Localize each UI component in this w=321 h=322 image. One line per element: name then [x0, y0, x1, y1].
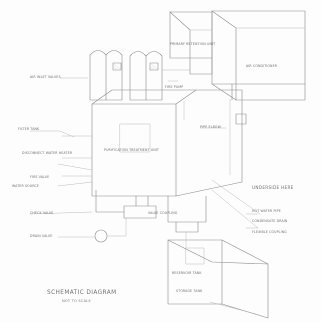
- hot-water-pipe-label: HOT WATER PIPE: [252, 209, 281, 213]
- diagram-subtitle: NOT TO SCALE: [62, 299, 91, 303]
- flexible-coupling-label: FLEXIBLE COUPLING: [252, 230, 287, 234]
- fan-valves-label: AIR INLET VALVES: [30, 75, 61, 79]
- water-source-label: WATER SOURCE: [12, 184, 40, 188]
- reservoir-label: RESERVOIR TANK: [172, 271, 202, 275]
- valve-coupling-label: VALVE COUPLING: [148, 211, 178, 215]
- storage-tank-box: [167, 239, 269, 319]
- diagram-title: SCHEMATIC DIAGRAM: [47, 290, 117, 296]
- air-conditioner-box: [211, 10, 306, 101]
- right-aux-label: UNDERSIDE HERE: [252, 185, 294, 190]
- condensate-drain-label: CONDENSATE DRAIN: [252, 219, 288, 223]
- left-pipework: [57, 135, 157, 243]
- air-conditioner-label: AIR CONDITIONER: [246, 64, 278, 68]
- pipe-elbow-label: PIPE ELBOW: [200, 125, 221, 129]
- storage-tank-label: STORAGE TANK: [176, 289, 203, 293]
- central-connector: [167, 179, 261, 249]
- check-valve-label: CHECK VALVE: [30, 211, 54, 215]
- primary-retention-box: [169, 11, 213, 75]
- disconnect-label: DISCONNECT WATER HEATER: [22, 151, 73, 155]
- leader-lines: [29, 77, 227, 215]
- filter-tank-label: FILTER TANK: [18, 127, 40, 131]
- primary-retention-label: PRIMARY RETENTION UNIT: [170, 42, 216, 46]
- purification-unit-box: [91, 89, 243, 197]
- drain-valve-label: DRAIN VALVE: [30, 234, 53, 238]
- center-box-label: PURIFICATION TREATMENT UNIT: [104, 148, 159, 152]
- fire-valve-label: FIRE VALVE: [30, 175, 50, 179]
- fire-pump-label: FIRE PUMP: [165, 85, 184, 89]
- right-pipework: [231, 83, 259, 229]
- air-inlet-valve-towers: [89, 50, 191, 101]
